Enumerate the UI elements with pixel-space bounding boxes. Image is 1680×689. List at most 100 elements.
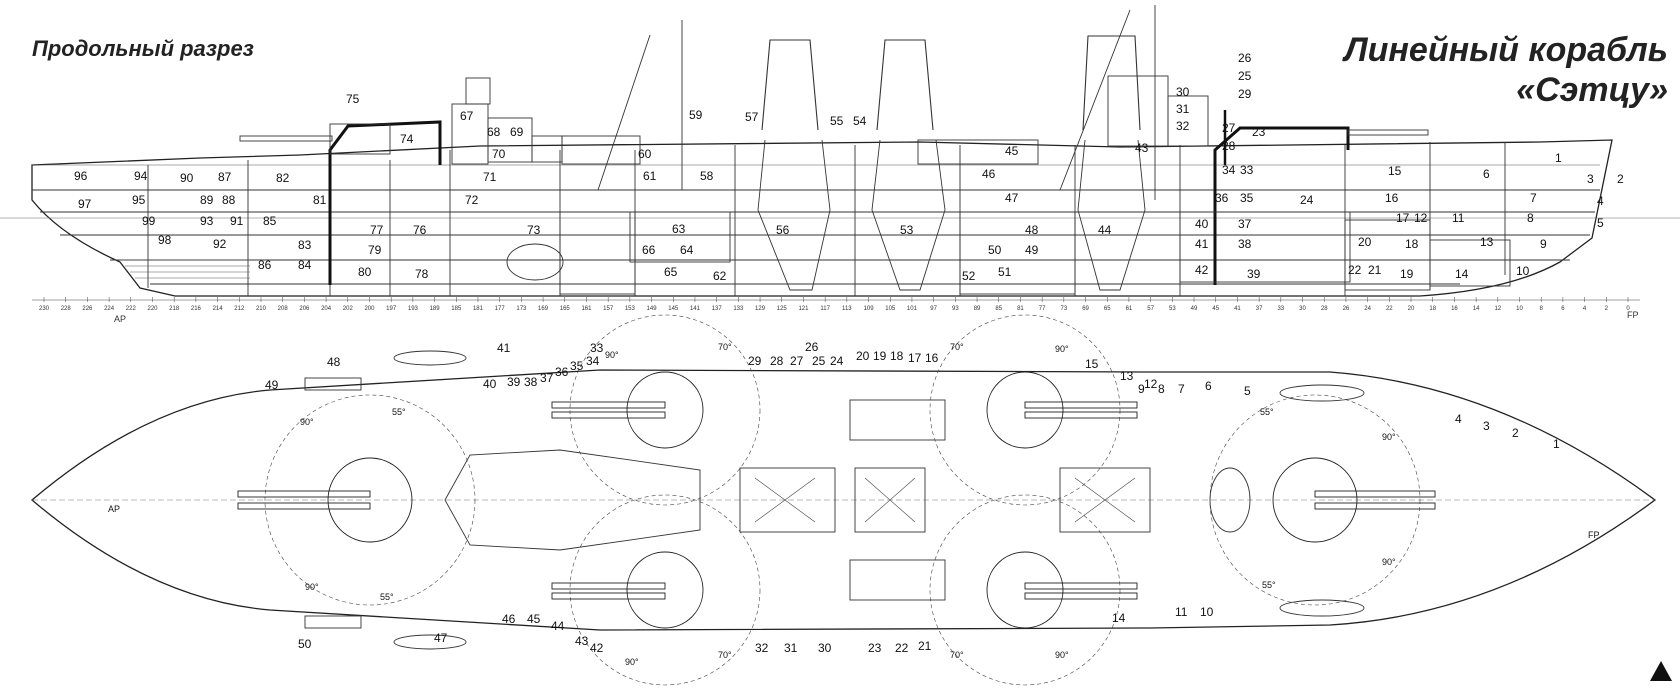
compartment-label: 24 bbox=[1300, 193, 1314, 207]
frame-number: 157 bbox=[603, 306, 614, 312]
callout-label: 8 bbox=[1158, 382, 1165, 396]
compartment-label: 74 bbox=[400, 132, 414, 146]
frame-number: 109 bbox=[864, 306, 875, 312]
compartment-label: 37 bbox=[1238, 217, 1252, 231]
frame-number: 4 bbox=[1583, 306, 1587, 312]
compartment-label: 52 bbox=[962, 269, 976, 283]
compartment-label: 1 bbox=[1555, 151, 1562, 165]
callout-label: 24 bbox=[830, 354, 844, 368]
callout-label: 9 bbox=[1138, 382, 1145, 396]
callout-label: 2 bbox=[1512, 426, 1519, 440]
callout-label: 23 bbox=[868, 641, 882, 655]
frame-number: 41 bbox=[1234, 306, 1241, 312]
callout-label: 36 bbox=[555, 365, 569, 379]
ship-title-line1: Линейный корабль bbox=[1344, 31, 1668, 69]
frame-number: 45 bbox=[1212, 306, 1219, 312]
compartment-label: 75 bbox=[346, 92, 360, 106]
callout-label: 45 bbox=[527, 612, 541, 626]
callout-label: 12 bbox=[1144, 377, 1158, 391]
compartment-label: 49 bbox=[1025, 243, 1039, 257]
frame-number: 6 bbox=[1561, 306, 1565, 312]
fore-perpendicular-mark: FP bbox=[1588, 530, 1600, 540]
callout-label: 13 bbox=[1120, 369, 1134, 383]
compartment-label: 6 bbox=[1483, 167, 1490, 181]
frame-number: 101 bbox=[907, 306, 918, 312]
compartment-label: 66 bbox=[642, 243, 656, 257]
compartment-label: 41 bbox=[1195, 237, 1209, 251]
angle-label: 55° bbox=[1262, 580, 1276, 590]
callout-label: 4 bbox=[1455, 412, 1462, 426]
callout-label: 28 bbox=[770, 354, 784, 368]
frame-number: 69 bbox=[1082, 306, 1089, 312]
compartment-label: 25 bbox=[1238, 69, 1252, 83]
compartment-label: 97 bbox=[78, 197, 92, 211]
frame-number: 137 bbox=[712, 306, 723, 312]
compartment-label: 20 bbox=[1358, 235, 1372, 249]
compartment-label: 72 bbox=[465, 193, 479, 207]
hull-profile bbox=[31, 139, 1613, 297]
angle-label: 90° bbox=[605, 350, 619, 360]
frame-number: 73 bbox=[1060, 306, 1067, 312]
callout-label: 32 bbox=[755, 641, 769, 655]
callout-label: 18 bbox=[890, 349, 904, 363]
angle-label: 90° bbox=[1382, 432, 1396, 442]
angle-label: 90° bbox=[1055, 650, 1069, 660]
compartment-label: 7 bbox=[1530, 191, 1537, 205]
frame-number: 141 bbox=[690, 306, 701, 312]
callout-label: 42 bbox=[590, 641, 604, 655]
compartment-label: 43 bbox=[1135, 141, 1149, 155]
angle-label: 90° bbox=[1055, 344, 1069, 354]
plan-labels: 1 2 3 4 5 6 7 8 9 10 11 12 13 14 15 16 1… bbox=[265, 340, 1560, 655]
callout-label: 6 bbox=[1205, 379, 1212, 393]
compartment-label: 78 bbox=[415, 267, 429, 281]
compartment-label: 12 bbox=[1414, 211, 1428, 225]
compartment-label: 64 bbox=[680, 243, 694, 257]
compartment-label: 69 bbox=[510, 125, 524, 139]
frame-number: 206 bbox=[299, 306, 310, 312]
frame-number: 97 bbox=[930, 306, 937, 312]
compartment-label: 77 bbox=[370, 223, 384, 237]
compartment-label: 42 bbox=[1195, 263, 1209, 277]
compartment-label: 68 bbox=[487, 125, 501, 139]
callout-label: 15 bbox=[1085, 357, 1099, 371]
compartment-label: 83 bbox=[298, 238, 312, 252]
compartment-label: 14 bbox=[1455, 267, 1469, 281]
callout-label: 41 bbox=[497, 341, 511, 355]
frame-number: 165 bbox=[560, 306, 571, 312]
frame-number: 57 bbox=[1147, 306, 1154, 312]
compartment-label: 18 bbox=[1405, 237, 1419, 251]
frame-number: 61 bbox=[1126, 306, 1133, 312]
compartment-label: 58 bbox=[700, 169, 714, 183]
frame-number: 20 bbox=[1408, 306, 1415, 312]
callout-label: 16 bbox=[925, 351, 939, 365]
frame-number: 16 bbox=[1451, 306, 1458, 312]
longitudinal-section bbox=[0, 5, 1680, 301]
frame-number: 89 bbox=[974, 306, 981, 312]
frame-number: 210 bbox=[256, 306, 267, 312]
compartment-label: 88 bbox=[222, 193, 236, 207]
compartment-label: 96 bbox=[74, 169, 88, 183]
frame-number: 189 bbox=[430, 306, 441, 312]
frame-number: 169 bbox=[538, 306, 549, 312]
frame-number: 26 bbox=[1343, 306, 1350, 312]
frame-number: 193 bbox=[408, 306, 419, 312]
compartment-label: 13 bbox=[1480, 235, 1494, 249]
angle-label: 90° bbox=[305, 582, 319, 592]
frame-number: 228 bbox=[61, 306, 72, 312]
angle-label: 90° bbox=[300, 417, 314, 427]
compartment-label: 55 bbox=[830, 114, 844, 128]
frame-number: 153 bbox=[625, 306, 636, 312]
compartment-label: 35 bbox=[1240, 191, 1254, 205]
compartment-label: 45 bbox=[1005, 144, 1019, 158]
compartment-label: 87 bbox=[218, 170, 232, 184]
frame-number: 14 bbox=[1473, 306, 1480, 312]
callout-label: 19 bbox=[873, 349, 887, 363]
callout-label: 43 bbox=[575, 634, 589, 648]
frame-number: 49 bbox=[1191, 306, 1198, 312]
callout-label: 21 bbox=[918, 639, 932, 653]
frame-number: 224 bbox=[104, 306, 115, 312]
compartment-label: 48 bbox=[1025, 223, 1039, 237]
angle-label: 70° bbox=[718, 650, 732, 660]
